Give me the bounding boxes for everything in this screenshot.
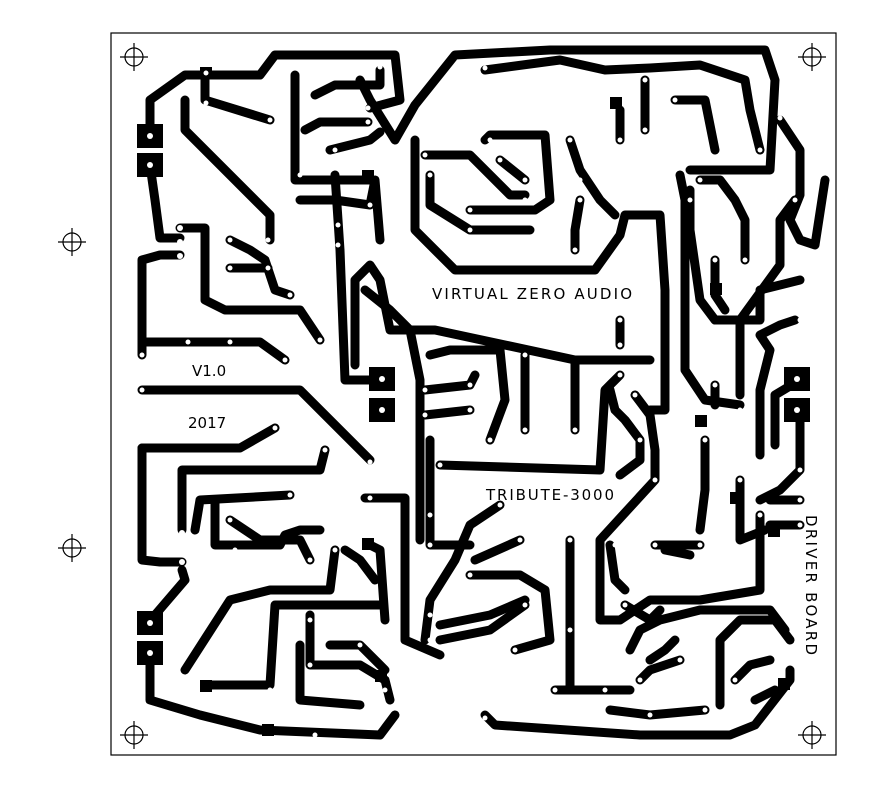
registration-mark-icon [57, 533, 87, 563]
via-holes [139, 64, 803, 738]
version-label: V1.0 [192, 362, 226, 380]
copper-traces [137, 45, 830, 740]
board-outline [110, 32, 837, 756]
side-label: DRIVER BOARD [802, 515, 820, 655]
registration-mark-icon [797, 720, 827, 750]
brand-label: VIRTUAL ZERO AUDIO [432, 285, 632, 303]
registration-mark-icon [57, 227, 87, 257]
registration-mark-icon [119, 720, 149, 750]
product-label: TRIBUTE-3000 [485, 486, 614, 504]
pads [137, 67, 810, 736]
year-label: 2017 [188, 414, 226, 432]
registration-mark-icon [119, 42, 149, 72]
registration-mark-icon [797, 42, 827, 72]
